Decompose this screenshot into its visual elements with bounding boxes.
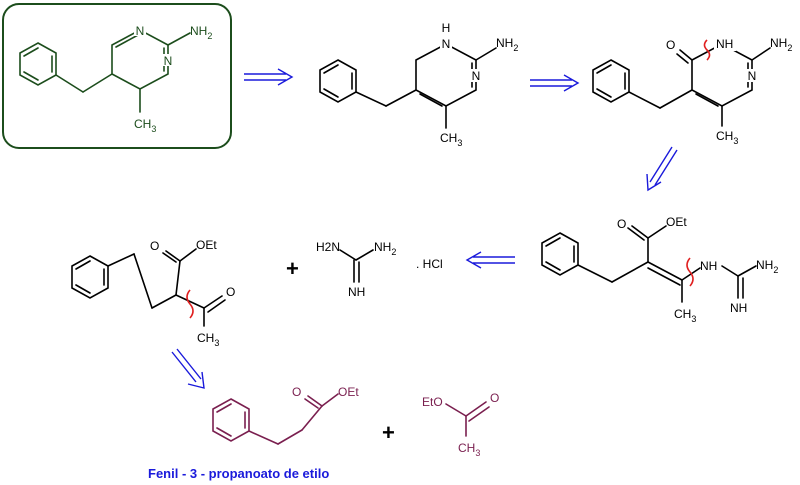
benzene-ring [592, 59, 630, 103]
eto-label: EtO [422, 395, 443, 409]
product-caption: Fenil - 3 - propanoato de etilo [148, 466, 329, 481]
nh2-label: NH2 [770, 36, 792, 53]
disconnection-mark [686, 257, 694, 287]
target-molecule: N N NH2 CH3 [2, 3, 232, 149]
retro-arrow [465, 251, 515, 269]
nh2-label: NH2 [374, 240, 396, 257]
ch3-label: CH3 [674, 307, 696, 324]
retro-arrow [171, 348, 205, 389]
ch3-label: CH3 [197, 331, 219, 348]
benzene-ring [19, 42, 57, 86]
n-label: N [472, 69, 481, 83]
guanidine-hydrochloride: H2N NH2 NH . HCl [316, 240, 443, 299]
n-label: N [748, 69, 757, 83]
nh-label: NH [700, 259, 717, 273]
guanidinyl-enamine-molecule: O OEt CH3 NH NH2 NH [541, 215, 778, 324]
benzene-ring [212, 398, 250, 442]
ethyl-acetate-molecule: EtO O CH3 [422, 391, 499, 458]
o-label: O [292, 385, 301, 399]
n-label: N [136, 24, 145, 38]
o-label: O [490, 391, 499, 405]
h2n-label: H2N [316, 240, 340, 254]
nh2-label: NH2 [756, 258, 778, 275]
nh2-label: NH2 [190, 24, 212, 41]
n-label: N [164, 54, 173, 68]
ch3-label: CH3 [134, 117, 156, 134]
ethyl-benzylacetoacetate-molecule: O OEt O CH3 [71, 238, 235, 348]
ch3-label: CH3 [440, 131, 462, 148]
ch3-label: CH3 [716, 129, 738, 146]
nh-label: NH [348, 285, 365, 299]
retro-arrow [646, 146, 678, 192]
benzene-ring [71, 255, 109, 299]
plus-sign: + [382, 420, 395, 445]
dihydropyrimidine-molecule: N H N NH2 CH3 [319, 21, 518, 148]
oet-label: OEt [666, 215, 687, 229]
plus-sign: + [286, 256, 299, 281]
o-label: O [150, 239, 159, 253]
nh-label: NH [716, 37, 733, 51]
o-label: O [226, 285, 235, 299]
ch3-label: CH3 [458, 441, 480, 458]
benzene-ring [319, 59, 357, 103]
benzene-ring [541, 232, 579, 276]
retro-arrow [530, 74, 580, 92]
pyrimidinone-molecule: O NH N NH2 CH3 [592, 36, 792, 146]
oet-label: OEt [196, 238, 217, 252]
h-label: H [442, 21, 451, 35]
nh2-label: NH2 [496, 36, 518, 53]
n-label: N [442, 37, 451, 51]
oet-label: OEt [338, 385, 359, 399]
o-label: O [617, 217, 626, 231]
retro-arrow [244, 68, 294, 86]
ethyl-phenylpropanoate-molecule: O OEt [212, 385, 359, 445]
nh-label: NH [730, 301, 747, 315]
disconnection-mark [703, 39, 711, 61]
hcl-label: . HCl [416, 257, 443, 271]
disconnection-mark [186, 289, 194, 319]
o-label: O [666, 38, 675, 52]
